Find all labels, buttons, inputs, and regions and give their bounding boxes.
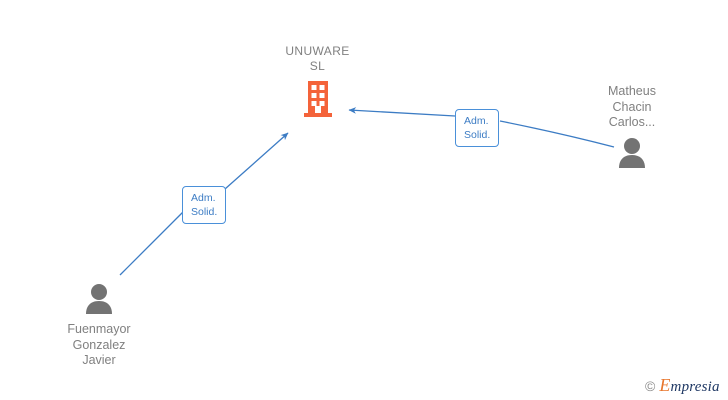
person-icon[interactable]: [615, 137, 649, 169]
company-icon-wrap: [255, 79, 380, 119]
brand-rest: mpresia: [670, 379, 720, 395]
person-right-icon-wrap: [567, 137, 697, 169]
edge-label-right[interactable]: Adm. Solid.: [455, 109, 499, 147]
person-left-icon-wrap: [34, 283, 164, 315]
person-icon[interactable]: [82, 283, 116, 315]
person-left-name-label: Fuenmayor Gonzalez Javier: [67, 322, 131, 367]
building-icon[interactable]: [303, 79, 333, 119]
company-name-label: UNUWARE SL: [285, 44, 350, 73]
copyright-icon: ©: [645, 377, 656, 394]
brand-name: Empresia: [659, 376, 719, 395]
person-node-left[interactable]: Fuenmayor Gonzalez Javier: [34, 283, 164, 369]
person-node-right[interactable]: Matheus Chacin Carlos...: [567, 84, 697, 169]
person-right-name-label: Matheus Chacin Carlos...: [608, 84, 656, 129]
brand-initial: E: [659, 375, 671, 395]
watermark: © Empresia: [645, 376, 720, 395]
edge-label-left[interactable]: Adm. Solid.: [182, 186, 226, 224]
company-node[interactable]: UNUWARE SL: [255, 44, 380, 119]
